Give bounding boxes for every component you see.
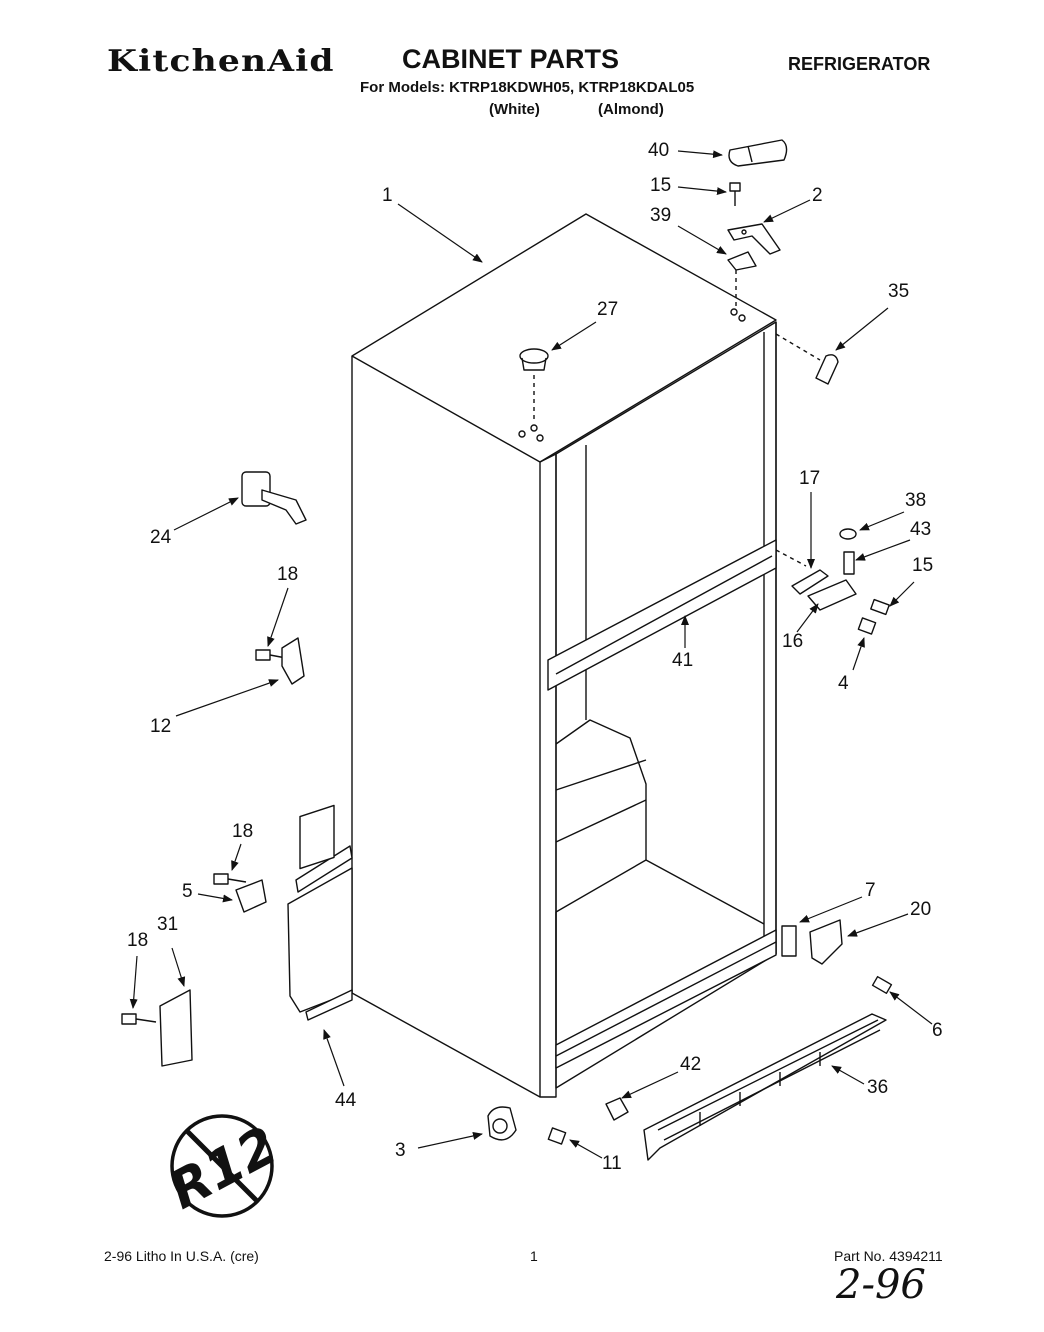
variant-white: (White) [489, 101, 540, 118]
no-r12-symbol-icon [172, 1116, 272, 1216]
hinge-screw-part [256, 638, 304, 684]
callout-41: 41 [672, 650, 694, 671]
callout-42: 42 [680, 1054, 702, 1075]
callout-18c: 18 [127, 930, 149, 951]
callout-18a: 18 [277, 564, 299, 585]
callout-36: 36 [867, 1077, 889, 1098]
callout-35: 35 [888, 281, 910, 302]
callout-38: 38 [905, 490, 927, 511]
callout-3: 3 [395, 1140, 406, 1161]
model-list: For Models: KTRP18KDWH05, KTRP18KDAL05 [360, 79, 695, 96]
callout-31: 31 [157, 914, 179, 935]
badge-label: R12 [160, 1116, 287, 1222]
hinge-cover-lower-part [122, 990, 192, 1066]
callout-24: 24 [150, 527, 172, 548]
callout-16: 16 [782, 631, 804, 652]
callout-40: 40 [648, 140, 670, 161]
center-hinge-assembly [776, 529, 889, 634]
callout-20: 20 [910, 899, 932, 920]
callout-4: 4 [838, 673, 849, 694]
roller-screw-part [548, 1128, 565, 1144]
brand-logo: KitchenAid [107, 44, 335, 79]
lower-right-hinge [782, 920, 891, 993]
callout-15: 15 [650, 175, 672, 196]
callout-27: 27 [597, 299, 619, 320]
screw-part [730, 183, 740, 206]
callout-11: 11 [602, 1153, 622, 1174]
callout-39: 39 [650, 205, 672, 226]
roller-part [488, 1107, 516, 1140]
base-grille [644, 1014, 886, 1160]
callout-5: 5 [182, 881, 193, 902]
callout-15b: 15 [912, 555, 934, 576]
leader-lines [129, 150, 932, 1158]
part-number: Part No. 4394211 [834, 1248, 943, 1264]
variant-almond: (Almond) [598, 101, 664, 118]
cabinet-body [352, 214, 776, 1097]
hinge-shim-part [728, 252, 756, 270]
lower-left-bracket [288, 805, 352, 1020]
callout-18b: 18 [232, 821, 254, 842]
top-hinge-part [728, 224, 780, 254]
product-category: REFRIGERATOR [788, 54, 931, 74]
callout-17: 17 [799, 468, 821, 489]
door-stop-part [242, 472, 306, 524]
callout-6: 6 [932, 1020, 943, 1041]
print-info: 2-96 Litho In U.S.A. (cre) [104, 1248, 259, 1264]
callout-12: 12 [150, 716, 172, 737]
callout-43: 43 [910, 519, 932, 540]
callout-2: 2 [812, 185, 823, 206]
grille-clip-part [606, 1098, 628, 1120]
lower-hinge-pin-part [214, 874, 266, 912]
callout-44: 44 [335, 1090, 357, 1111]
callout-7: 7 [865, 880, 876, 901]
trim-part [816, 355, 838, 384]
page-title: CABINET PARTS [402, 44, 620, 74]
hinge-cover-part [729, 140, 787, 166]
plug-part [520, 349, 548, 370]
page-number: 1 [530, 1248, 538, 1264]
handwritten-date: 2-96 [836, 1262, 926, 1308]
callout-1: 1 [382, 185, 393, 206]
